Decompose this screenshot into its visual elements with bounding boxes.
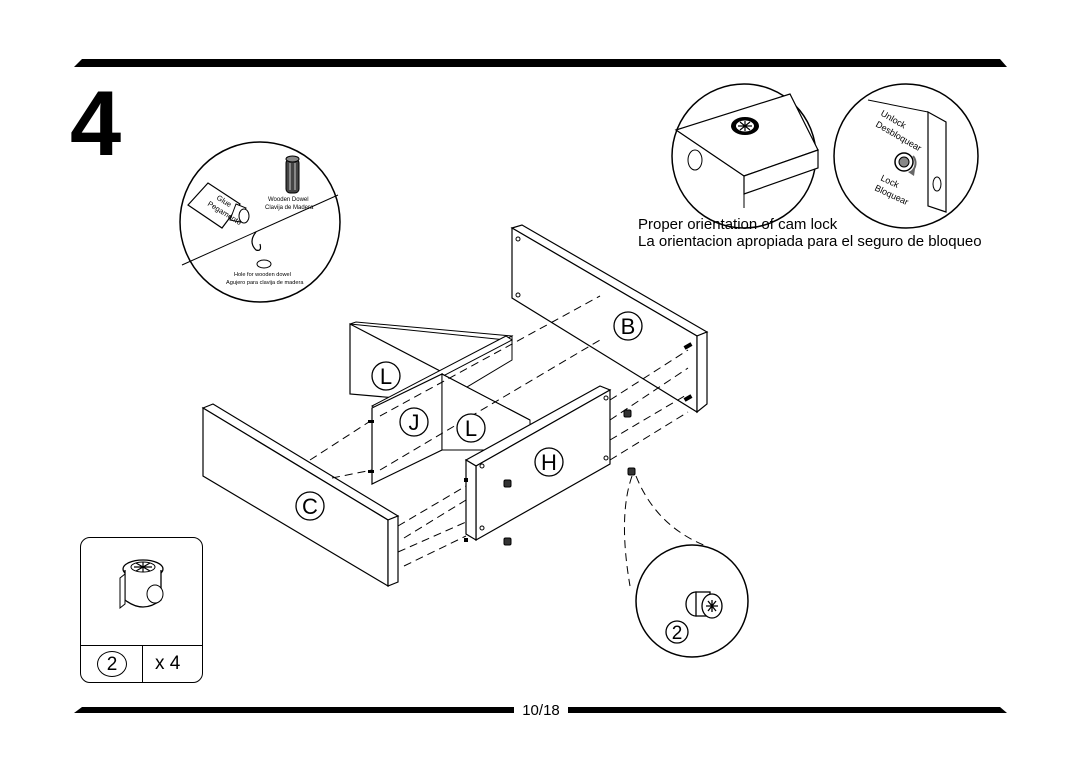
cam-lock-icon: [685, 591, 723, 619]
hardware-cam-lock-icon: [119, 559, 164, 610]
footer-bar-left: [74, 707, 514, 713]
cam-orientation-detail: [671, 83, 819, 229]
hardware-part-label: 2: [97, 651, 127, 677]
svg-text:L: L: [465, 416, 477, 441]
footer-bar-right: [568, 707, 1007, 713]
cam-lock-callout: 2: [635, 544, 749, 658]
callout-label: 2: [672, 623, 683, 644]
glue-dowel-detail: Glue Pegamento Wooden Dowel Clavija de M…: [179, 141, 341, 303]
panel-label-h: H: [534, 447, 564, 477]
svg-text:B: B: [621, 314, 636, 339]
wooden-dowel-icon: [285, 155, 300, 194]
hole-label-es: Agujero para clavija de madera: [226, 280, 304, 286]
panel-c: [201, 403, 400, 588]
alignment-lines: [309, 295, 707, 587]
step-number: 4: [70, 73, 122, 175]
panel-label-j: J: [399, 407, 429, 437]
cam-lock-top-icon: [731, 117, 759, 135]
cam-lock-fittings: [503, 409, 636, 546]
page-number: 10/18: [514, 702, 568, 720]
panel-label-b: B: [613, 311, 643, 341]
panel-b: [510, 224, 709, 414]
svg-text:L: L: [380, 364, 392, 389]
dowel-label: Wooden Dowel: [268, 197, 309, 203]
panel-label-l-mid: L: [456, 413, 486, 443]
header-bar: [74, 59, 1007, 67]
dowel-hole-icon: [256, 259, 272, 269]
panel-label-c: C: [295, 491, 325, 521]
hardware-box: 2 x 4: [80, 537, 203, 683]
caption-spanish: La orientacion apropiada para el seguro …: [638, 233, 982, 250]
panel-label-l-top: L: [371, 361, 401, 391]
svg-text:H: H: [541, 450, 557, 475]
hardware-divider: [81, 645, 202, 646]
cam-lock-caption: Proper orientation of cam lock La orient…: [638, 216, 982, 250]
cam-lock-unlock-detail: Unlock Desbloquear Lock Bloquear: [833, 83, 979, 229]
hole-label: Hole for wooden dowel: [234, 272, 291, 278]
hardware-vertical-divider: [142, 645, 143, 683]
svg-text:C: C: [302, 494, 318, 519]
svg-text:J: J: [409, 410, 420, 435]
hardware-quantity: x 4: [155, 653, 181, 674]
dowel-label-es: Clavija de Madera: [265, 205, 314, 211]
cam-screws: [368, 342, 693, 542]
caption-english: Proper orientation of cam lock: [638, 216, 838, 233]
glue-bottle-icon: [187, 182, 262, 251]
cam-lock-side-icon: [894, 152, 917, 176]
